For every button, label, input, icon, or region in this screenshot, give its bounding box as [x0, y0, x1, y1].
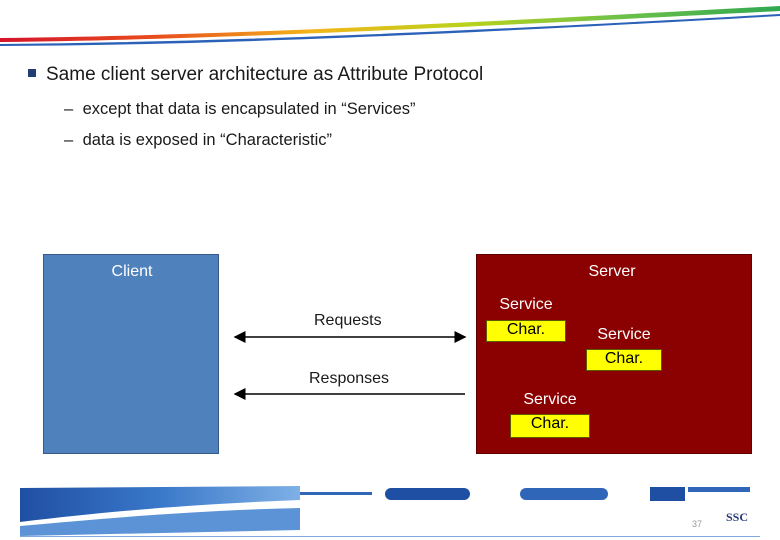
bullet-square-icon — [28, 69, 36, 77]
service-label: Service — [597, 326, 651, 343]
sub-bullet-2: – data is exposed in “Characteristic” — [64, 131, 332, 150]
message-arrows — [233, 331, 467, 400]
sub-bullet-text: data is exposed in “Characteristic” — [82, 131, 333, 149]
main-bullet: Same client server architecture as Attri… — [28, 64, 483, 86]
footer-wave-decoration — [20, 486, 760, 537]
company-logo: SSC — [726, 510, 749, 524]
sub-bullet-text: except that data is encapsulated in “Ser… — [82, 100, 416, 118]
dash-icon: – — [64, 100, 74, 118]
server-label: Server — [588, 263, 636, 280]
characteristic-label: Char. — [586, 349, 662, 371]
service-label: Service — [523, 391, 577, 408]
responses-label: Responses — [309, 370, 390, 387]
characteristic-label: Char. — [486, 320, 566, 342]
characteristic-label: Char. — [510, 414, 590, 438]
dash-icon: – — [64, 131, 74, 149]
service-label: Service — [499, 296, 553, 313]
client-label: Client — [111, 263, 153, 280]
page-number: 37 — [692, 519, 703, 529]
header-swoosh-decoration — [0, 6, 780, 46]
requests-label: Requests — [314, 312, 382, 329]
main-bullet-text: Same client server architecture as Attri… — [46, 64, 484, 85]
client-box: Client — [43, 254, 219, 454]
sub-bullet-1: – except that data is encapsulated in “S… — [64, 100, 416, 119]
